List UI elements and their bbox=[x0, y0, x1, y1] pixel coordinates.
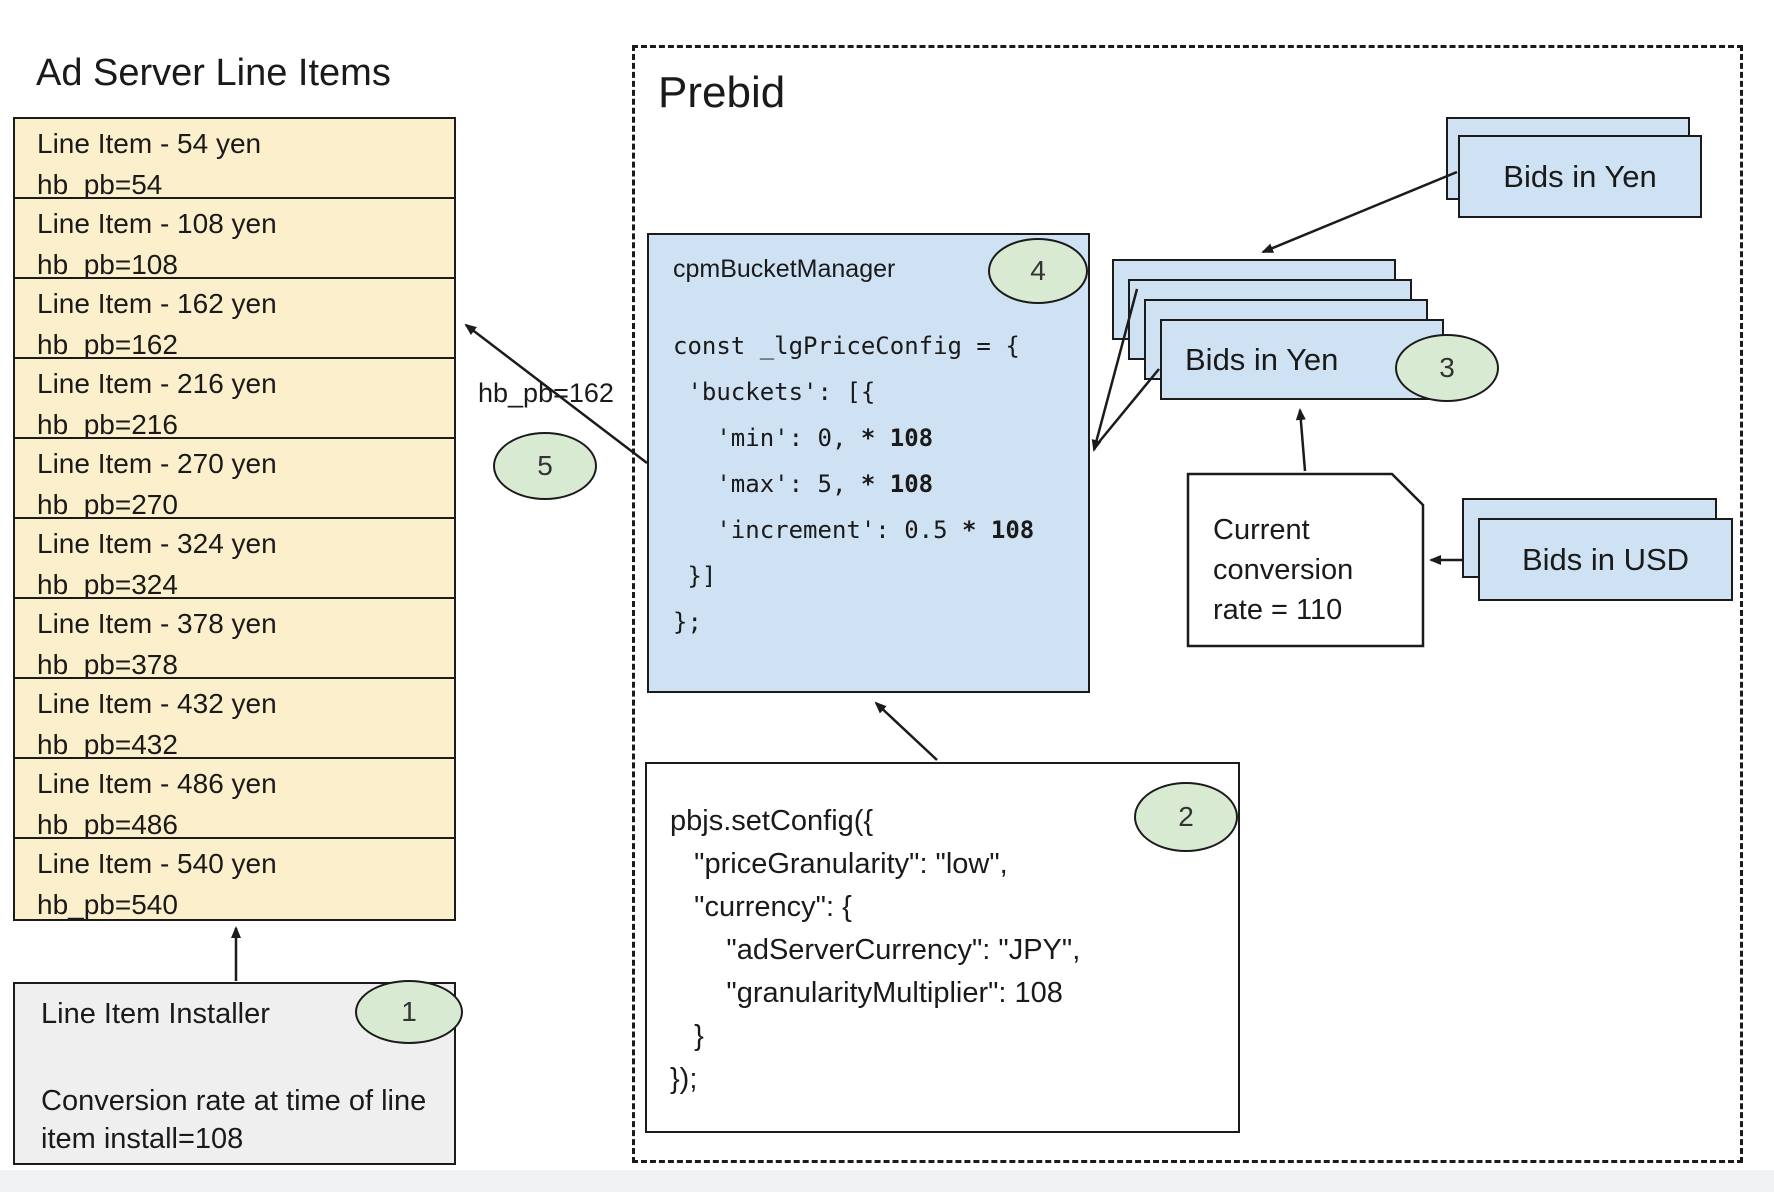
step-badge-2: 2 bbox=[1134, 782, 1238, 852]
code-line: 'buckets': [{ bbox=[673, 378, 876, 406]
line-item-row: Line Item - 108 yen hb_pb=108 bbox=[15, 199, 454, 279]
line-item-name: Line Item - 108 yen bbox=[37, 208, 277, 239]
code-line: const _lgPriceConfig = { bbox=[673, 332, 1020, 360]
code-line: "currency": { bbox=[670, 891, 852, 923]
code-line: "priceGranularity": "low", bbox=[670, 848, 1008, 880]
line-item-key: hb_pb=540 bbox=[37, 889, 178, 919]
line-item-name: Line Item - 324 yen bbox=[37, 528, 277, 559]
line-item-name: Line Item - 432 yen bbox=[37, 688, 277, 719]
bids-in-yen-stack-front-card: Bids in Yen bbox=[1160, 319, 1444, 400]
line-item-name: Line Item - 162 yen bbox=[37, 288, 277, 319]
bids-in-yen-stack-label: Bids in Yen bbox=[1185, 341, 1339, 377]
installer-title: Line Item Installer bbox=[41, 998, 270, 1030]
code-line: }); bbox=[670, 1063, 698, 1095]
installer-note: Conversion rate at time of line item ins… bbox=[41, 1085, 427, 1155]
line-item-row: Line Item - 540 yen hb_pb=540 bbox=[15, 839, 454, 919]
code-line: 'max': 5, * 108 bbox=[673, 470, 934, 498]
cpm-bucket-manager-box: cpmBucketManager const _lgPriceConfig = … bbox=[647, 233, 1090, 693]
prebid-container bbox=[632, 45, 1743, 1163]
code-line: }; bbox=[673, 608, 702, 636]
line-item-key: hb_pb=162 bbox=[37, 329, 178, 359]
line-item-row: Line Item - 162 yen hb_pb=162 bbox=[15, 279, 454, 359]
line-item-name: Line Item - 54 yen bbox=[37, 128, 262, 159]
line-item-name: Line Item - 378 yen bbox=[37, 608, 277, 639]
code-line: 'increment': 0.5 * 108 bbox=[673, 516, 1035, 544]
line-item-key: hb_pb=54 bbox=[37, 169, 163, 199]
conversion-note-text: Current conversion rate = 110 bbox=[1213, 514, 1354, 626]
price-config-code: const _lgPriceConfig = { 'buckets': [{ '… bbox=[673, 323, 1034, 645]
line-item-key: hb_pb=378 bbox=[37, 649, 178, 679]
step-badge-4: 4 bbox=[988, 238, 1088, 304]
line-item-row: Line Item - 486 yen hb_pb=486 bbox=[15, 759, 454, 839]
window-bottom-edge bbox=[0, 1170, 1774, 1192]
code-line: "adServerCurrency": "JPY", bbox=[670, 934, 1081, 966]
code-line: pbjs.setConfig({ bbox=[670, 805, 874, 837]
line-item-name: Line Item - 540 yen bbox=[37, 848, 277, 879]
cpm-bucket-manager-title: cpmBucketManager bbox=[673, 255, 896, 283]
prebid-title: Prebid bbox=[658, 68, 786, 117]
line-item-name: Line Item - 216 yen bbox=[37, 368, 277, 399]
line-item-key: hb_pb=486 bbox=[37, 809, 178, 839]
line-item-row: Line Item - 324 yen hb_pb=324 bbox=[15, 519, 454, 599]
code-line: }] bbox=[673, 562, 717, 590]
bids-in-usd-card: Bids in USD bbox=[1478, 518, 1733, 601]
pbjs-config-code: pbjs.setConfig({ "priceGranularity": "lo… bbox=[670, 800, 1080, 1101]
line-item-key: hb_pb=324 bbox=[37, 569, 178, 599]
line-item-key: hb_pb=432 bbox=[37, 729, 178, 759]
ad-server-title: Ad Server Line Items bbox=[36, 52, 391, 94]
line-item-row: Line Item - 432 yen hb_pb=432 bbox=[15, 679, 454, 759]
step-badge-3: 3 bbox=[1395, 334, 1499, 402]
pbjs-set-config-box: pbjs.setConfig({ "priceGranularity": "lo… bbox=[645, 762, 1240, 1133]
line-item-row: Line Item - 216 yen hb_pb=216 bbox=[15, 359, 454, 439]
line-item-key: hb_pb=270 bbox=[37, 489, 178, 519]
line-item-row: Line Item - 378 yen hb_pb=378 bbox=[15, 599, 454, 679]
code-line: 'min': 0, * 108 bbox=[673, 424, 934, 452]
bids-in-usd-label: Bids in USD bbox=[1521, 541, 1690, 577]
line-item-name: Line Item - 486 yen bbox=[37, 768, 277, 799]
line-item-row: Line Item - 54 yen hb_pb=54 bbox=[15, 119, 454, 199]
bids-in-yen-top-card: Bids in Yen bbox=[1458, 135, 1702, 218]
step-badge-5: 5 bbox=[493, 432, 597, 500]
code-line: } bbox=[670, 1020, 704, 1052]
hb-pb-label: hb_pb=162 bbox=[478, 378, 614, 408]
line-item-name: Line Item - 270 yen bbox=[37, 448, 277, 479]
bids-in-yen-top-label: Bids in Yen bbox=[1503, 158, 1657, 194]
step-badge-1: 1 bbox=[355, 980, 463, 1044]
line-item-key: hb_pb=108 bbox=[37, 249, 178, 279]
line-item-row: Line Item - 270 yen hb_pb=270 bbox=[15, 439, 454, 519]
line-item-key: hb_pb=216 bbox=[37, 409, 178, 439]
code-line: "granularityMultiplier": 108 bbox=[670, 977, 1063, 1009]
